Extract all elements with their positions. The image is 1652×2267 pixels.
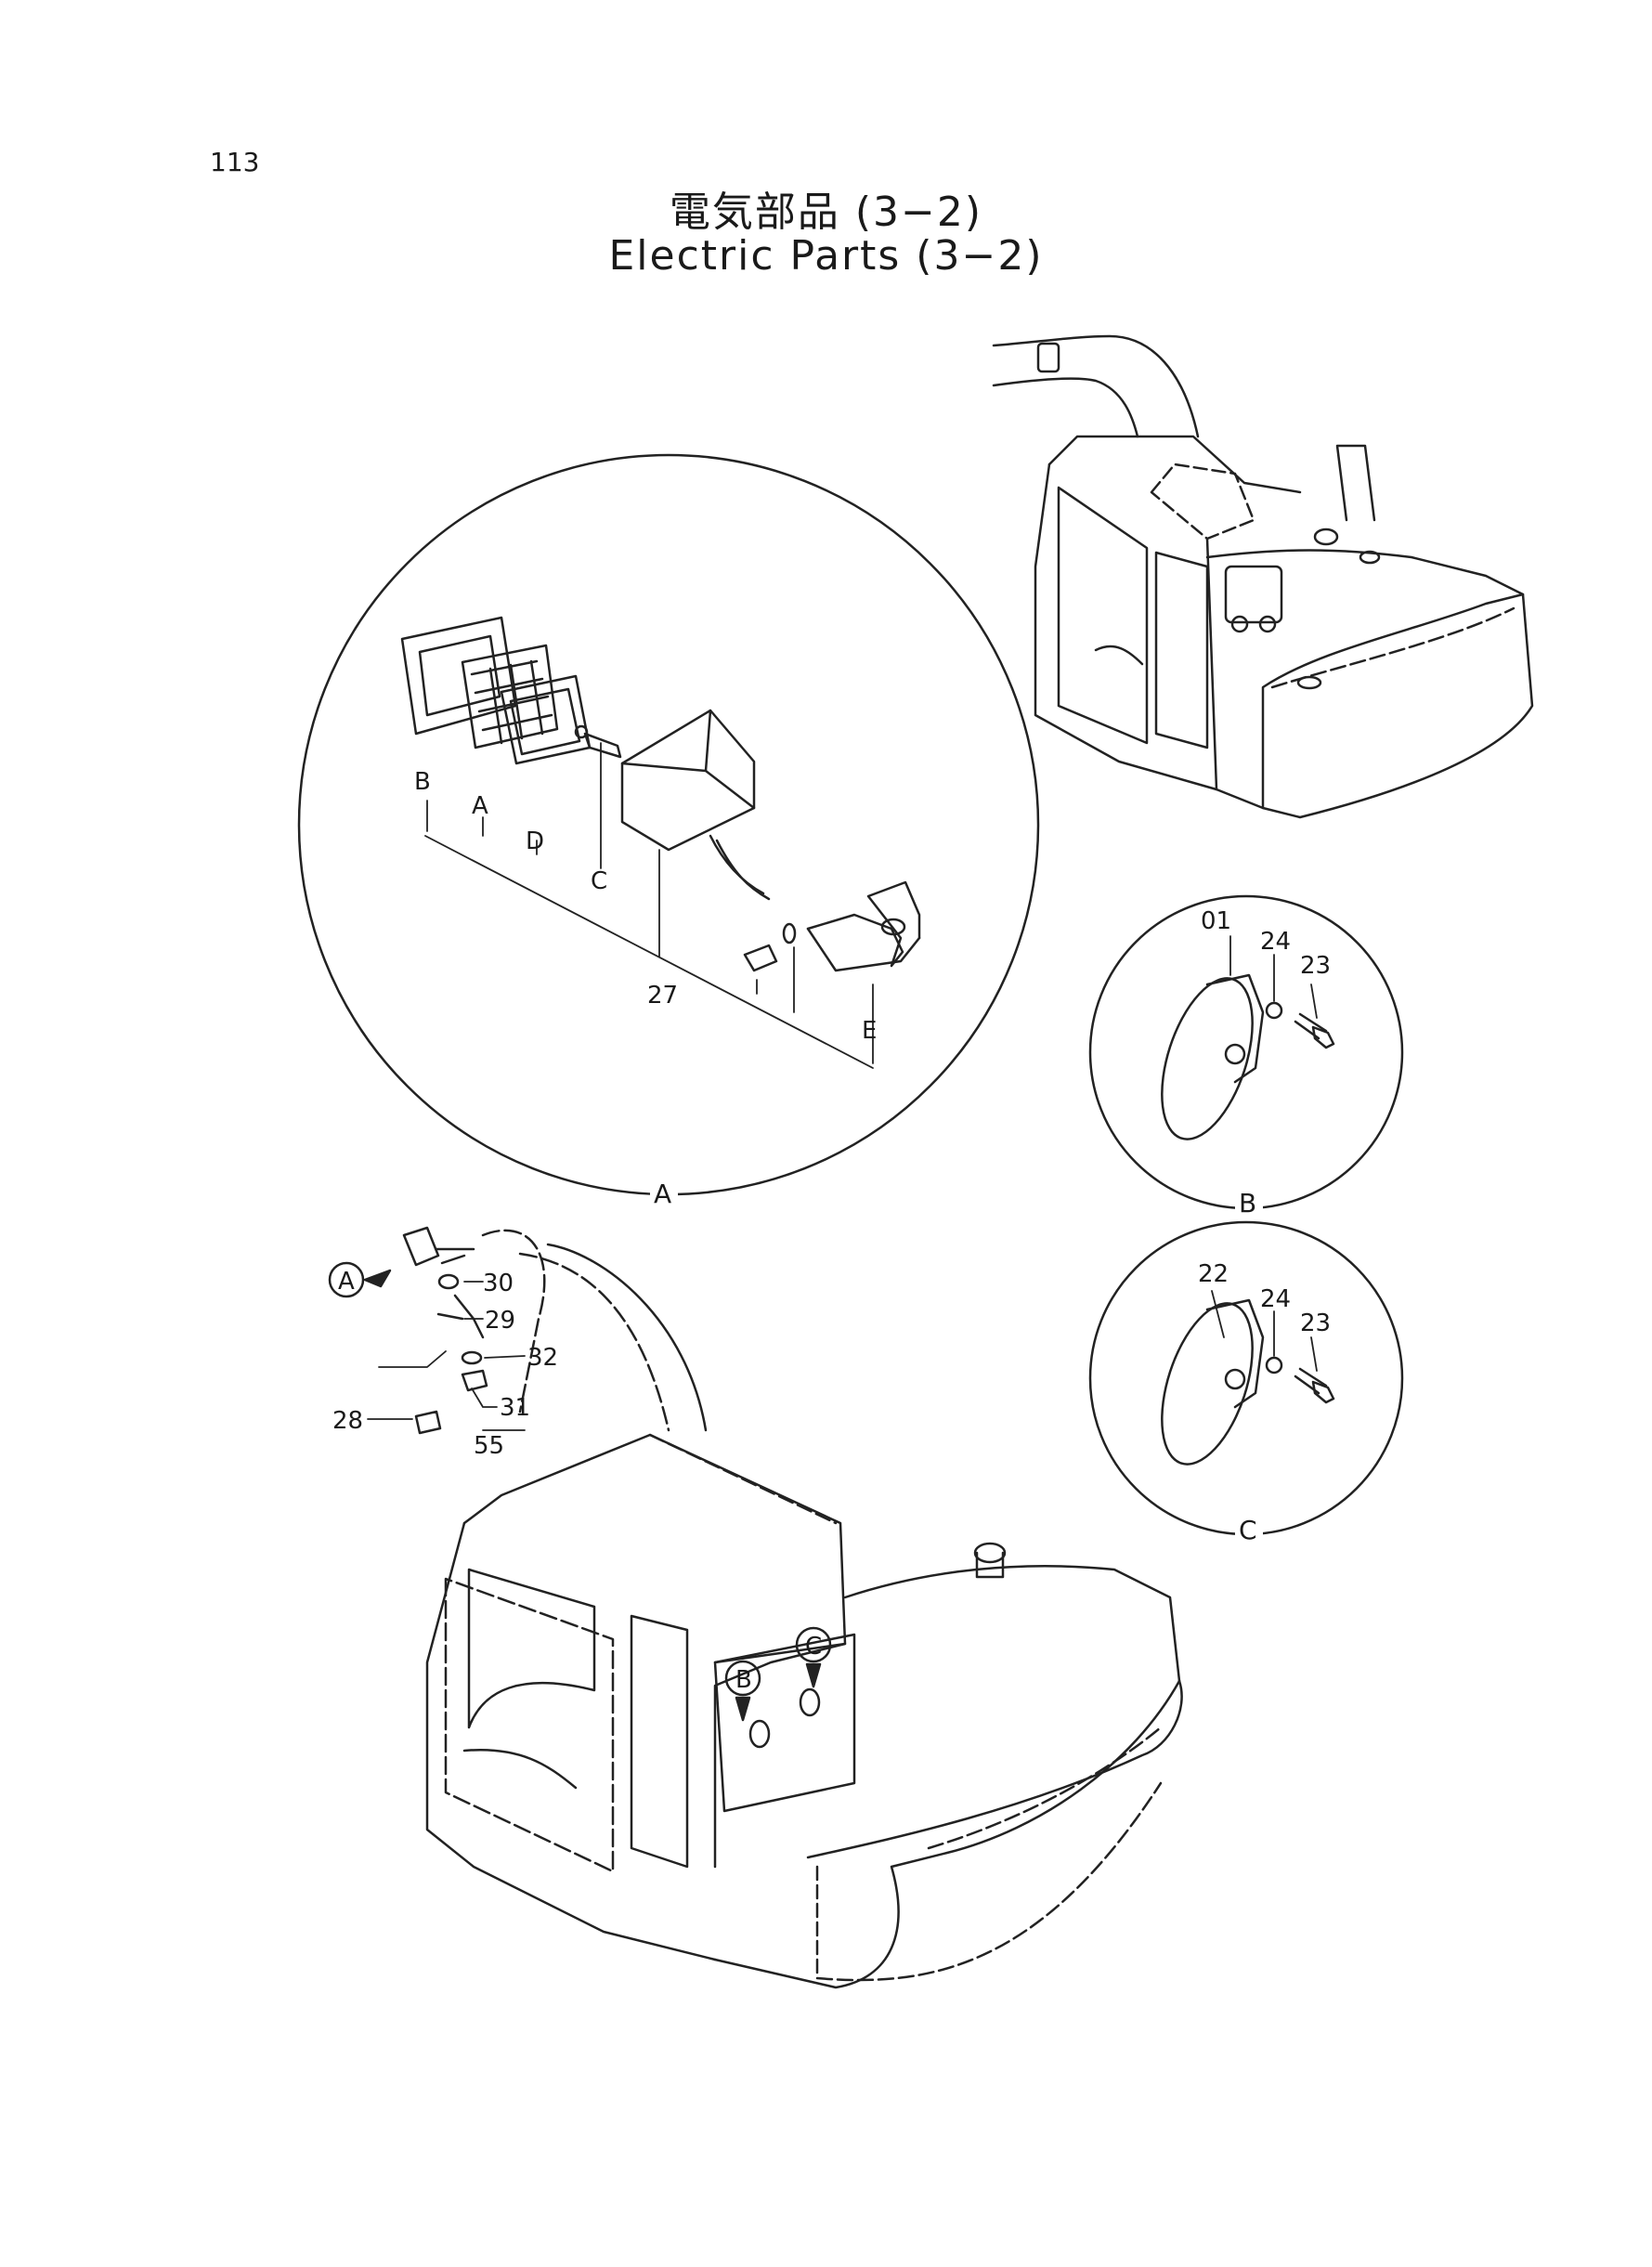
callout-01: 01 [1201,907,1231,935]
detail-b-label: B [1239,1188,1256,1218]
callout-e: E [862,1017,877,1045]
bolt-icon [1294,1367,1328,1395]
worklight-icon [402,1226,440,1267]
callout-d: D [526,827,544,855]
horn-mount-c [799,1687,821,1717]
washer-icon [461,1350,483,1365]
bezel-frame [400,616,517,736]
callout-24: 24 [1260,1285,1291,1313]
washer-icon [1265,1356,1283,1375]
callout-23: 23 [1300,952,1331,980]
bolt-icon [743,944,778,972]
horn-icon [1161,977,1254,1140]
callout-c: C [591,867,607,895]
fuel-cap-icon [973,1542,1007,1564]
lens-grid [461,644,559,749]
callout-30: 30 [483,1270,514,1297]
ref-c-circle [795,1626,832,1663]
callout-31: 31 [500,1394,530,1422]
horn-mount-b [748,1719,771,1749]
ref-a-circle [328,1261,365,1298]
callout-22: 22 [1198,1260,1229,1288]
detail-a-worklight: B A D C 27 E A [297,453,1040,1209]
worklight-mount-icon [1036,342,1060,373]
callout-27: 27 [647,982,678,1010]
bolt-icon [1294,1012,1328,1040]
ref-a-label: A [338,1268,355,1296]
callout-28: 28 [332,1407,363,1435]
title-english: Electric Parts (3−2) [608,232,1044,280]
bulb [583,732,622,759]
ref-c-label: C [805,1633,822,1661]
detail-b-horn: 01 24 23 B [1088,894,1404,1218]
horn-icon [1161,1302,1254,1466]
detail-c-horn: 22 24 23 C [1088,1220,1404,1545]
callout-29: 29 [485,1307,515,1335]
nut-icon [461,1369,488,1392]
bolt-icon [437,1273,460,1290]
lamp-housing [620,709,756,852]
detail-c-label: C [1239,1515,1257,1545]
bolt-icon [414,1410,442,1435]
callout-55: 55 [474,1432,504,1460]
callout-32: 32 [527,1344,558,1372]
callout-23: 23 [1300,1309,1331,1337]
callout-a: A [472,792,488,820]
detail-b-circle [1088,894,1404,1210]
ref-b-circle [724,1660,761,1697]
overview-excavator-top [992,334,1534,819]
callout-24: 24 [1260,928,1291,956]
detail-a-circle [297,453,1040,1196]
mount-bracket [806,880,921,968]
page-number: 113 [210,147,260,177]
main-excavator-view: B C A 30 29 32 28 31 55 [328,1226,1183,1989]
detail-c-circle [1088,1220,1404,1536]
callout-b: B [414,768,431,796]
washer-icon [782,922,797,945]
ref-b-label: B [735,1666,752,1694]
detail-a-label: A [654,1179,671,1209]
title-japanese: 電気部品 (3−2) [669,189,983,236]
washer-icon [1265,1001,1283,1020]
